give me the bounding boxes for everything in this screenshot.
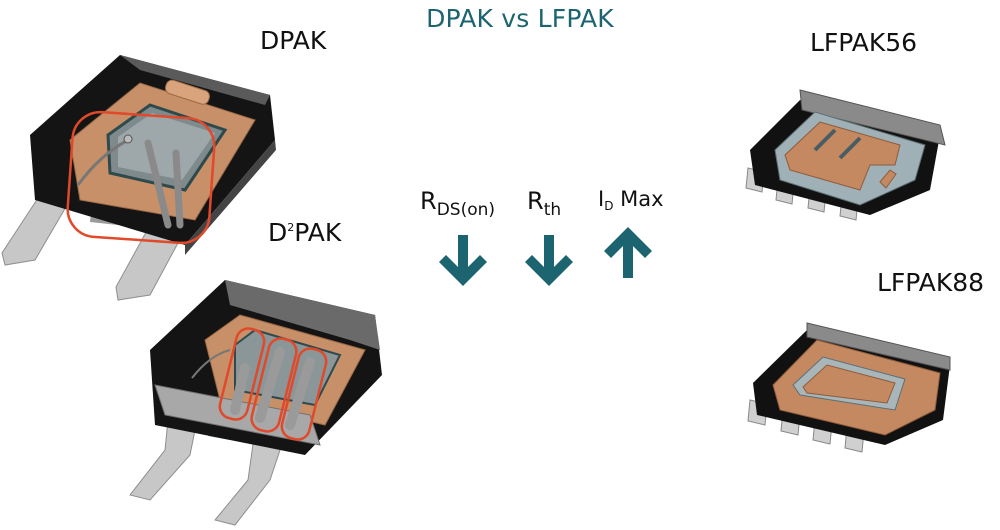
metric-idmax-subscript: D	[604, 199, 614, 213]
d2pak-package-image	[129, 280, 382, 526]
metric-rdson-label: RDS(on)	[420, 187, 495, 220]
metric-rdson-name: R	[420, 187, 437, 215]
lfpak88-label: LFPAK88	[877, 268, 985, 297]
metric-rth-name: R	[527, 187, 544, 215]
dpak-label: DPAK	[260, 26, 327, 55]
d2pak-label-prefix: D	[268, 218, 288, 247]
arrow-down-icon	[439, 235, 487, 286]
metric-rdson-subscript: DS(on)	[436, 200, 496, 220]
metric-idmax-suffix: Max	[613, 187, 664, 211]
metric-rth-label: Rth	[527, 187, 561, 220]
dpak-package-image	[1, 55, 276, 301]
metric-idmax-name: I	[598, 187, 605, 211]
d2pak-label-suffix: PAK	[294, 218, 342, 247]
metric-rth-subscript: th	[543, 200, 562, 220]
d2pak-label: D2PAK	[268, 218, 341, 247]
arrow-down-icon	[525, 235, 573, 286]
lfpak56-label: LFPAK56	[810, 28, 918, 57]
diagram-title: DPAK vs LFPAK	[426, 4, 614, 33]
metric-idmax-label: ID Max	[598, 187, 664, 213]
arrow-up-icon	[604, 227, 652, 278]
lfpak56-package-image	[745, 89, 946, 221]
lfpak88-package-image	[747, 322, 951, 453]
d2pak-label-superscript: 2	[287, 221, 295, 234]
